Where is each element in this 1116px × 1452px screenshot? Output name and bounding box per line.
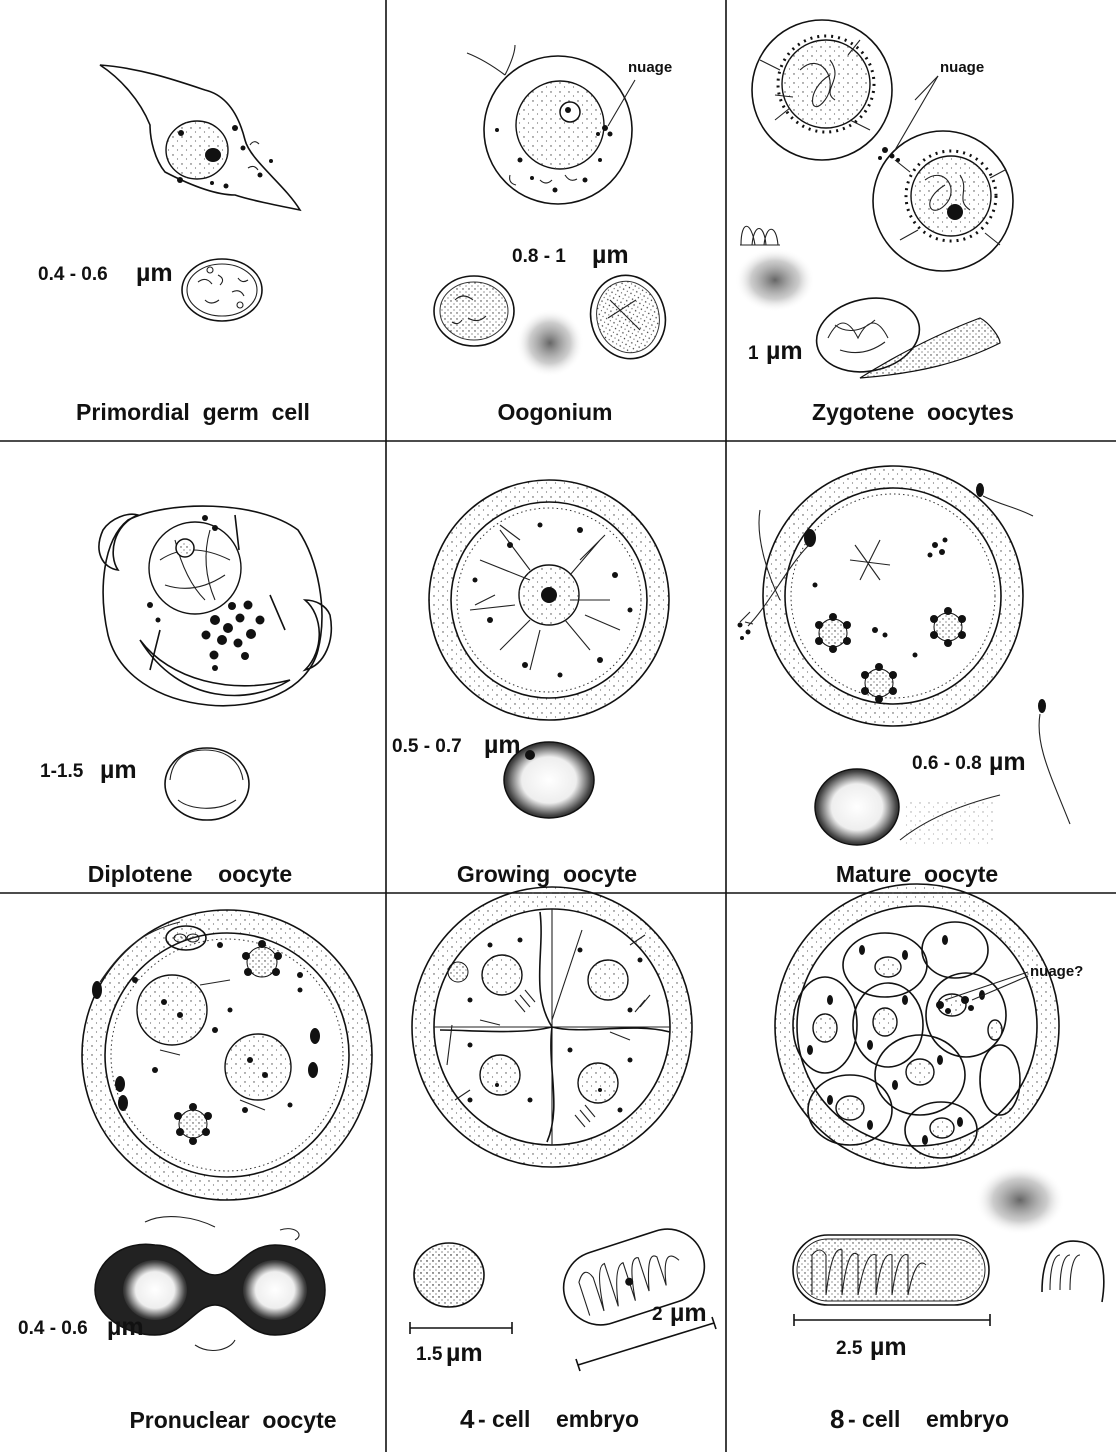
scale-text: 1.5: [416, 1344, 443, 1365]
panel-caption: Zygotene oocytes: [812, 399, 1014, 425]
nuage-label: nuage: [940, 59, 984, 76]
zygotene-cell-lower: [873, 131, 1013, 271]
caption-number: 8: [830, 1404, 844, 1434]
mitochondrion-drawing: [165, 748, 249, 820]
panel-4-cell-embryo: 1.5 µm 2 µm 4 - cell embryo: [410, 887, 716, 1434]
panel-caption: Mature oocyte: [836, 861, 998, 887]
panel-caption: 4 - cell embryo: [460, 1404, 639, 1434]
scale-text: 0.4 - 0.6: [38, 264, 108, 285]
scale-text: 2.5: [836, 1338, 863, 1359]
panel-caption: Pronuclear oocyte: [129, 1407, 336, 1433]
panel-8-cell-embryo: nuage? 2.5 µm 8 - cell embryo: [775, 884, 1104, 1434]
panel-mature-oocyte: 0.6 - 0.8 µm Mature oocyte: [738, 466, 1071, 887]
panel-pronuclear-oocyte: 0.4 - 0.6 µm Pronuclear oocyte: [18, 910, 372, 1433]
scale-unit: µm: [766, 337, 803, 365]
scale-bar-1: [410, 1322, 512, 1334]
scale-text: 1-1.5: [40, 761, 84, 782]
mitochondrion-drawing: [815, 769, 1000, 845]
nuage-pointer: [895, 76, 938, 150]
4-cell-embryo-drawing: [412, 887, 692, 1167]
scale-text: 1: [748, 343, 759, 364]
scale-text: 0.5 - 0.7: [392, 736, 462, 757]
scale-bar: [794, 1314, 990, 1326]
mitochondria-drawings: [434, 267, 675, 377]
panel-diplotene-oocyte: 1-1.5 µm Diplotene oocyte: [40, 506, 331, 887]
nuage-label: nuage: [628, 59, 672, 76]
oogonium-cell-drawing: [467, 45, 632, 204]
scale-unit: µm: [100, 756, 137, 784]
scale-unit: µm: [592, 241, 629, 269]
panel-primordial-germ-cell: 0.4 - 0.6 µm Primordial germ cell: [38, 65, 310, 425]
zygotene-cell-upper: [752, 20, 892, 160]
panel-caption: Oogonium: [498, 399, 613, 425]
scale-unit: µm: [136, 259, 173, 287]
scale-unit: µm: [870, 1333, 907, 1361]
scale-text: 0.4 - 0.6: [18, 1318, 88, 1339]
scale-unit-2: µm: [670, 1299, 707, 1327]
panel-caption: Primordial germ cell: [76, 399, 310, 425]
panel-caption: Diplotene oocyte: [88, 861, 292, 887]
8-cell-embryo-drawing: [775, 884, 1059, 1168]
caption-text: - cell embryo: [478, 1406, 639, 1432]
panel-caption: Growing oocyte: [457, 861, 637, 887]
mitochondria-drawings: [414, 1220, 714, 1335]
scale-text: 0.8 - 1: [512, 246, 566, 267]
growing-oocyte-drawing: [429, 480, 669, 720]
panel-zygotene-oocytes: nuage 1 µm Zygotene oocytes: [735, 20, 1014, 425]
caption-text: - cell embryo: [848, 1406, 1009, 1432]
scale-unit: µm: [484, 731, 521, 759]
scale-text: 0.6 - 0.8: [912, 753, 982, 774]
scale-unit: µm: [989, 748, 1026, 776]
caption-number: 4: [460, 1404, 475, 1434]
panel-oogonium: nuage 0.8 - 1 µm Oogonium: [434, 45, 675, 425]
mitochondria-drawings: [793, 1165, 1104, 1305]
nuage-label: nuage?: [1030, 963, 1083, 980]
germ-cell-drawing: [100, 65, 300, 210]
mitochondrion-drawing: [182, 259, 262, 321]
scale-unit: µm: [107, 1313, 144, 1341]
panel-caption: 8 - cell embryo: [830, 1404, 1009, 1434]
panel-growing-oocyte: 0.5 - 0.7 µm Growing oocyte: [392, 480, 669, 887]
pronuclear-oocyte-drawing: [82, 910, 372, 1200]
scale-unit: µm: [446, 1339, 483, 1367]
scale-text-2: 2: [652, 1304, 663, 1325]
diplotene-oocyte-drawing: [99, 506, 331, 706]
